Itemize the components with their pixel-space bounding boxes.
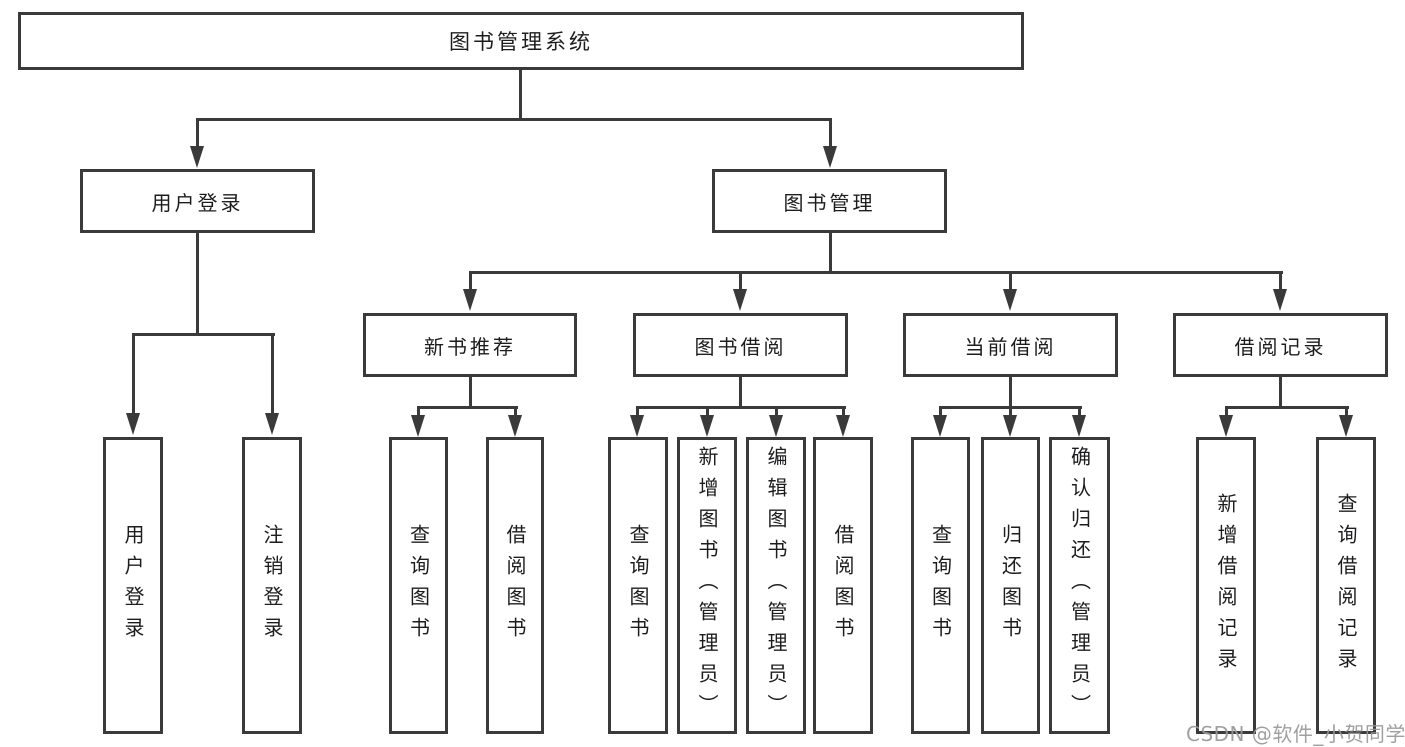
- connector-drop-new-book: [469, 271, 472, 291]
- arrow-down-icon: [1003, 289, 1017, 311]
- arrow-down-icon: [823, 146, 837, 168]
- connector-level3-hline: [469, 271, 1283, 274]
- connector-drop-user-login: [196, 118, 199, 148]
- leaf-edit-book-admin: 编辑图书（管理员）: [746, 437, 806, 734]
- connector-drop: [1009, 406, 1012, 416]
- connector-drop: [1225, 406, 1228, 416]
- leaf-query-books-current: 查询图书: [911, 437, 970, 734]
- connector-drop-book-management: [829, 118, 832, 148]
- leaf-query-books-recommend: 查询图书: [389, 437, 448, 734]
- connector-drop: [1078, 406, 1081, 416]
- arrow-down-icon: [508, 415, 522, 437]
- connector-drop-current-borrow: [1009, 271, 1012, 291]
- connector-drop: [514, 406, 517, 416]
- connector-drop-borrow-records: [1279, 271, 1282, 291]
- node-user-login: 用户登录: [80, 169, 315, 233]
- connector-drop: [1345, 406, 1348, 416]
- connector-drop: [417, 406, 420, 416]
- arrow-down-icon: [1003, 415, 1017, 437]
- leaf-return-book: 归还图书: [981, 437, 1040, 734]
- connector-drop: [775, 406, 778, 416]
- leaf-query-borrow-record: 查询借阅记录: [1316, 437, 1376, 734]
- connector-drop-book-borrow: [739, 271, 742, 291]
- arrow-down-icon: [190, 146, 204, 168]
- connector-user-login-stem: [196, 231, 199, 335]
- connector-book-borrow-stem: [739, 375, 742, 408]
- arrow-down-icon: [700, 415, 714, 437]
- connector-root-stem: [519, 70, 522, 120]
- connector-drop: [842, 406, 845, 416]
- connector-drop: [636, 406, 639, 416]
- node-book-borrow: 图书借阅: [633, 313, 848, 377]
- node-new-book-recommend: 新书推荐: [363, 313, 577, 377]
- node-book-management: 图书管理: [712, 169, 947, 233]
- node-library-management-system: 图书管理系统: [18, 12, 1024, 70]
- connector-level1-hline: [196, 118, 832, 121]
- arrow-down-icon: [733, 289, 747, 311]
- connector-drop-leaf-logout: [271, 333, 274, 415]
- arrow-down-icon: [1072, 415, 1086, 437]
- leaf-confirm-return-admin: 确认归还（管理员）: [1049, 437, 1110, 734]
- arrow-down-icon: [463, 289, 477, 311]
- arrow-down-icon: [411, 415, 425, 437]
- connector-drop: [939, 406, 942, 416]
- arrow-down-icon: [265, 413, 279, 435]
- connector-new-book-stem: [469, 375, 472, 408]
- arrow-down-icon: [933, 415, 947, 437]
- arrow-down-icon: [836, 415, 850, 437]
- leaf-add-book-admin: 新增图书（管理员）: [677, 437, 737, 734]
- connector-book-management-stem: [829, 231, 832, 273]
- node-current-borrow: 当前借阅: [903, 313, 1118, 377]
- connector-current-borrow-stem: [1009, 375, 1012, 408]
- connector-borrow-records-stem: [1279, 375, 1282, 408]
- arrow-down-icon: [769, 415, 783, 437]
- connector-drop-leaf-user-login: [132, 333, 135, 415]
- csdn-watermark: CSDN @软件_小贺同学: [1186, 722, 1405, 746]
- leaf-borrow-books-recommend: 借阅图书: [486, 437, 544, 734]
- arrow-down-icon: [1339, 415, 1353, 437]
- leaf-logout-login: 注销登录: [242, 437, 302, 734]
- arrow-down-icon: [630, 415, 644, 437]
- arrow-down-icon: [1273, 289, 1287, 311]
- connector-user-login-hline: [132, 333, 275, 336]
- leaf-borrow-books: 借阅图书: [813, 437, 873, 734]
- arrow-down-icon: [126, 413, 140, 435]
- connector-borrow-records-hline: [1225, 406, 1349, 409]
- connector-drop: [706, 406, 709, 416]
- node-borrow-records: 借阅记录: [1173, 313, 1388, 377]
- leaf-query-books-borrow: 查询图书: [608, 437, 668, 734]
- leaf-user-login: 用户登录: [103, 437, 163, 734]
- connector-book-borrow-hline: [636, 406, 846, 409]
- arrow-down-icon: [1219, 415, 1233, 437]
- leaf-add-borrow-record: 新增借阅记录: [1196, 437, 1256, 734]
- connector-new-book-hline: [417, 406, 518, 409]
